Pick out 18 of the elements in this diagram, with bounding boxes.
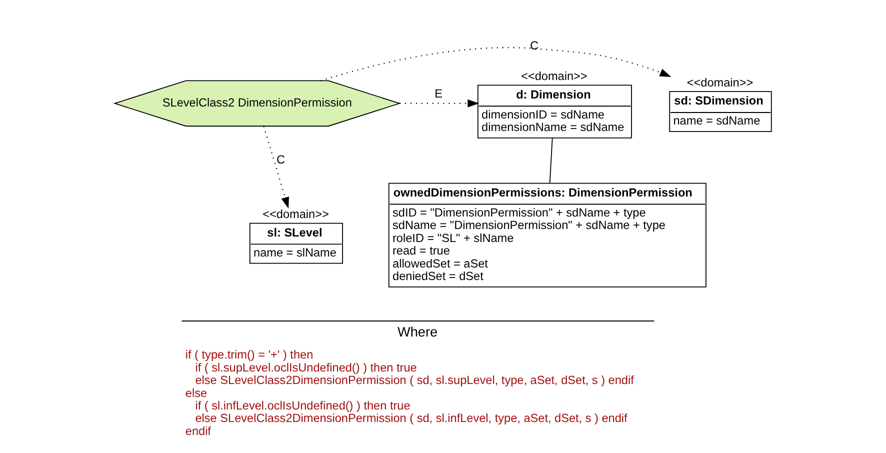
label: if ( sl.supLevel.oclIsUndefined() ) then true [195,360,417,374]
label: else [185,386,208,400]
node-label: <<domain>> [521,69,588,84]
arrow [320,47,672,82]
node-label: <<domain>> [686,76,754,90]
node-label: <<domain>> [262,207,329,222]
label: if ( type.trim() = '+' ) then [185,348,314,362]
edge-label: E [434,86,443,100]
arrow [400,99,480,108]
edge-label: C [276,152,286,167]
label: Where [398,324,438,340]
arrow [263,126,290,209]
label: else SLevelClass2DimensionPermission ( sd, sl.supLevel, type, aSet, dSet, s ) endif [195,373,634,388]
connector [549,138,553,184]
label: endif [185,424,211,438]
label: else SLevelClass2DimensionPermission ( sd, sl.infLevel, type, aSet, dSet, s ) endif [195,411,628,426]
label: if ( sl.infLevel.oclIsUndefined() ) then true [195,398,410,412]
edge-label: C [530,38,539,52]
